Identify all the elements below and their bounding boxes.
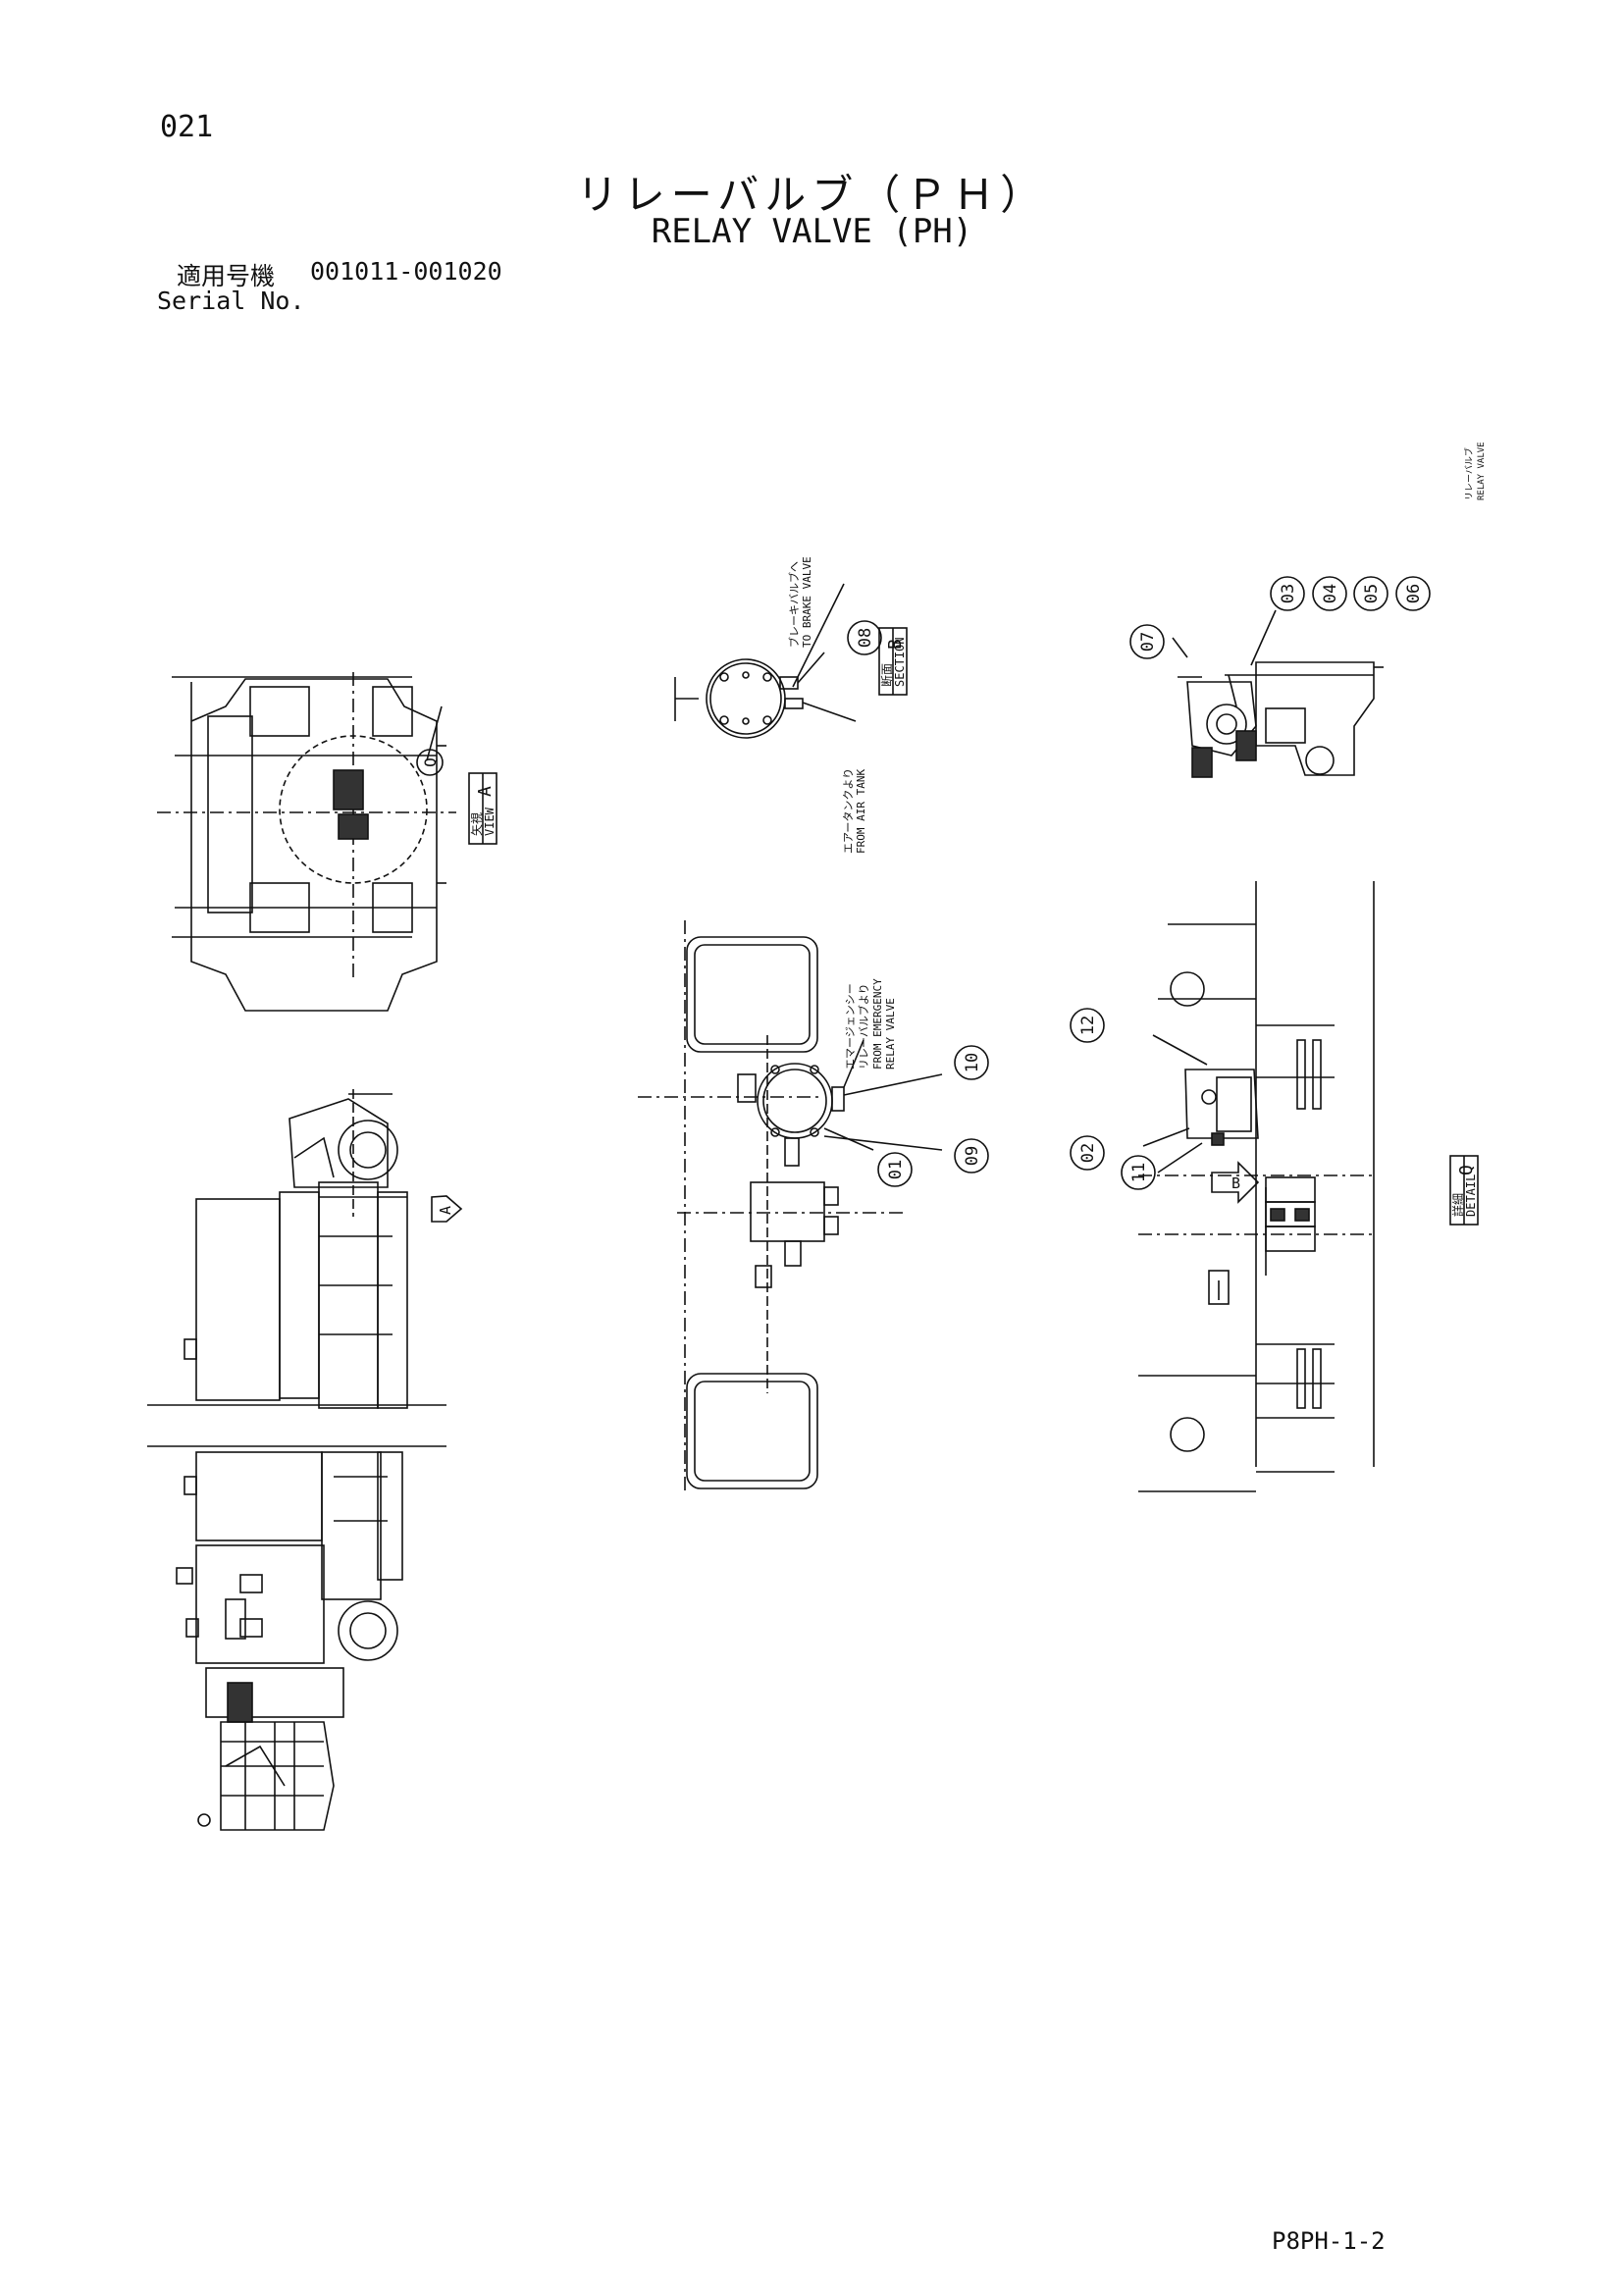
callout-to-brake-en: TO BRAKE VALVE xyxy=(801,556,813,648)
q-balloon-letter: Q xyxy=(421,757,440,767)
rear-view-drawing xyxy=(157,672,456,1012)
title-english: RELAY VALVE (PH) xyxy=(651,212,973,251)
corner-label-en: RELAY VALVE xyxy=(1477,442,1487,500)
serial-label-english: Serial No. xyxy=(157,287,305,315)
arrow-b-letter: B xyxy=(1231,1174,1240,1192)
callout-from-emergency-en1: FROM EMERGENCY xyxy=(871,978,884,1070)
corner-label-jp: リレーバルブ xyxy=(1463,447,1475,500)
part-number-12: 12 xyxy=(1078,1016,1098,1035)
callout-to-brake-jp: ブレーキバルブへ xyxy=(787,561,801,648)
view-b-arrow xyxy=(1211,1161,1260,1204)
view-a-arrow xyxy=(431,1195,463,1223)
arrow-a-letter: A xyxy=(437,1206,454,1215)
view-a-jp: 矢視 xyxy=(469,812,484,836)
part-number-03: 03 xyxy=(1279,584,1298,603)
serial-label-japanese: 適用号機 xyxy=(177,262,276,290)
callout-from-emergency-jp2: リレーバルブより xyxy=(857,983,870,1070)
callout-from-emergency-jp1: エマージェンシー xyxy=(844,983,857,1070)
part-number-06: 06 xyxy=(1404,584,1424,603)
part-number-10: 10 xyxy=(963,1053,982,1072)
part-number-04: 04 xyxy=(1321,584,1340,603)
section-b-jp: 断面 xyxy=(879,663,894,687)
section-b-drawing xyxy=(674,583,857,739)
part-number-07: 07 xyxy=(1138,632,1158,652)
detail-q-letter: Q xyxy=(1456,1165,1477,1175)
part-number-08: 08 xyxy=(856,628,875,648)
section-b-en: SECTION xyxy=(893,637,907,687)
part-number-05: 05 xyxy=(1362,584,1382,603)
title-japanese: リレーバルブ（ＰＨ） xyxy=(576,171,1048,219)
view-a-en: VIEW xyxy=(483,807,497,836)
part-balloons xyxy=(416,576,1431,1190)
part-number-01: 01 xyxy=(886,1160,906,1179)
callout-from-emergency-en2: RELAY VALVE xyxy=(884,998,897,1070)
page-number: 021 xyxy=(160,110,214,144)
view-a-letter: A xyxy=(475,786,496,797)
part-number-09: 09 xyxy=(963,1146,982,1166)
part-number-02: 02 xyxy=(1078,1143,1098,1163)
middle-valve-view xyxy=(638,920,943,1491)
callout-from-tank-jp: エアータンクより xyxy=(842,768,855,854)
detail-q-en: DETAIL xyxy=(1464,1174,1478,1217)
crane-side-view xyxy=(147,1089,446,1831)
serial-range: 001011-001020 xyxy=(310,257,502,286)
callout-from-tank-en: FROM AIR TANK xyxy=(855,769,867,854)
top-right-assembly xyxy=(1172,609,1384,778)
detail-q-drawing xyxy=(1138,881,1375,1492)
section-b-letter: B xyxy=(885,639,906,650)
detail-q-jp: 詳細 xyxy=(1450,1193,1465,1217)
part-number-11: 11 xyxy=(1129,1163,1149,1182)
drawing-code: P8PH-1-2 xyxy=(1272,2227,1386,2255)
